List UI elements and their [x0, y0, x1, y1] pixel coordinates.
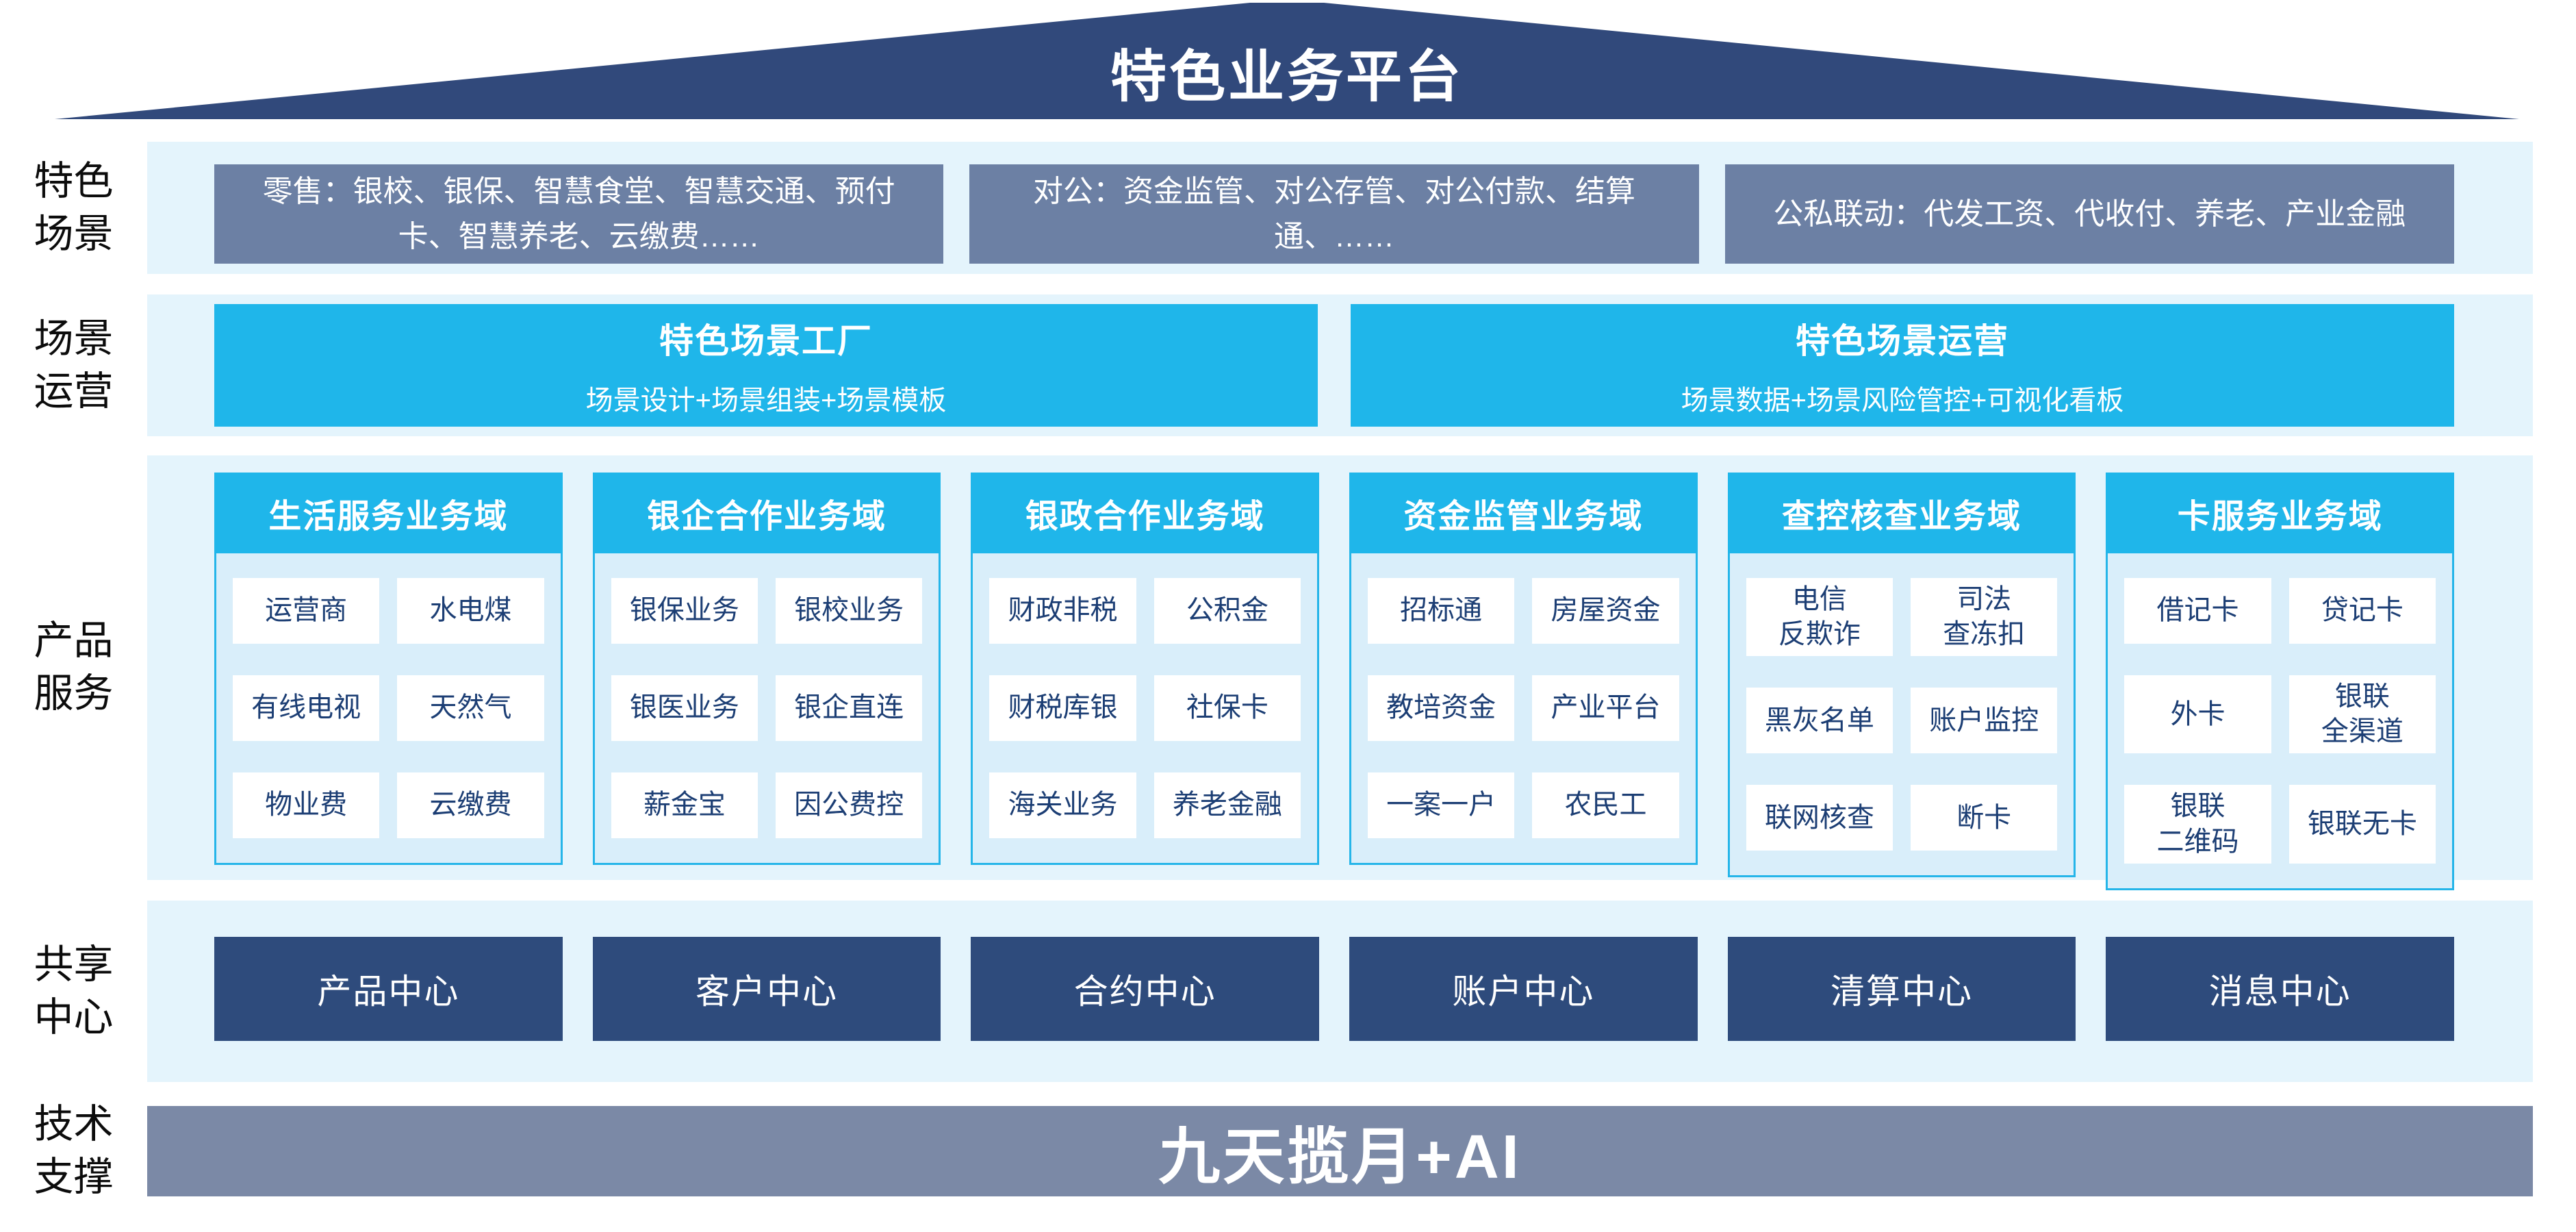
rail-label-featured-scenes: 特色 场景: [34, 158, 114, 256]
product-cell: 银联无卡: [2288, 785, 2436, 864]
op-box-scene-operation: 特色场景运营 场景数据+场景风险管控+可视化看板: [1351, 304, 2454, 427]
product-column-body: 银保业务 银校业务 银医业务 银企直连 薪金宝 因公费控: [592, 553, 941, 865]
product-cell: 司法 查冻扣: [1911, 578, 2058, 657]
product-column-body: 借记卡 贷记卡 外卡 银联 全渠道 银联 二维码 银联无卡: [2106, 553, 2455, 890]
product-column-header: 银政合作业务域: [971, 473, 1320, 553]
product-cell: 银医业务: [611, 675, 758, 741]
product-cell: 社保卡: [1153, 675, 1301, 741]
product-column-header: 资金监管业务域: [1349, 473, 1698, 553]
op-box-subtitle: 场景数据+场景风险管控+可视化看板: [1681, 385, 2124, 416]
product-cell: 银联 二维码: [2124, 785, 2271, 864]
product-column-card-services: 卡服务业务域 借记卡 贷记卡 外卡 银联 全渠道 银联 二维码 银联无卡: [2106, 473, 2455, 890]
product-column-body: 财政非税 公积金 财税库银 社保卡 海关业务 养老金融: [971, 553, 1320, 865]
op-box-title: 特色场景运营: [1796, 321, 2009, 360]
op-box-subtitle: 场景设计+场景组装+场景模板: [585, 385, 947, 416]
band-shared-centers: 产品中心 客户中心 合约中心 账户中心 清算中心 消息中心: [147, 901, 2533, 1082]
product-column-bank-enterprise: 银企合作业务域 银保业务 银校业务 银医业务 银企直连 薪金宝 因公费控: [592, 473, 941, 865]
product-column-header: 查控核查业务域: [1727, 473, 2076, 553]
row-tech-support: 技术 支撑 九天揽月+AI: [0, 1102, 2576, 1199]
product-cell: 黑灰名单: [1746, 688, 1893, 754]
row-featured-scenes: 特色 场景 零售：银校、银保、智慧食堂、智慧交通、预付卡、智慧养老、云缴费…… …: [0, 142, 2576, 274]
product-cell: 云缴费: [397, 772, 544, 838]
product-cell: 银校业务: [776, 578, 923, 644]
row-shared-centers: 共享 中心 产品中心 客户中心 合约中心 账户中心 清算中心 消息中心: [0, 901, 2576, 1082]
row-scene-operation: 场景 运营 特色场景工厂 场景设计+场景组装+场景模板 特色场景运营 场景数据+…: [0, 294, 2576, 436]
product-cell: 银企直连: [776, 675, 923, 741]
product-cell: 海关业务: [989, 772, 1136, 838]
product-cell: 账户监控: [1911, 688, 2058, 754]
product-cell: 物业费: [233, 772, 380, 838]
product-cell: 贷记卡: [2288, 578, 2436, 644]
product-cell: 财税库银: [989, 675, 1136, 741]
rail-label-tech-support: 技术 支撑: [34, 1102, 114, 1199]
product-cell: 银联 全渠道: [2288, 675, 2436, 754]
row-product-services: 产品 服务 生活服务业务域 运营商 水电煤 有线电视 天然气 物业费 云缴费 银…: [0, 455, 2576, 890]
rail-label-product-services: 产品 服务: [34, 618, 114, 716]
center-box-message: 消息中心: [2106, 937, 2455, 1041]
center-box-clearing: 清算中心: [1727, 937, 2076, 1041]
product-column-header: 生活服务业务域: [214, 473, 563, 553]
product-column-body: 电信 反欺诈 司法 查冻扣 黑灰名单 账户监控 联网核查 断卡: [1727, 553, 2076, 878]
product-cell: 断卡: [1911, 785, 2058, 851]
product-column-fund-supervision: 资金监管业务域 招标通 房屋资金 教培资金 产业平台 一案一户 农民工: [1349, 473, 1698, 865]
product-column-body: 招标通 房屋资金 教培资金 产业平台 一案一户 农民工: [1349, 553, 1698, 865]
product-cell: 因公费控: [776, 772, 923, 838]
rail-label-shared-centers: 共享 中心: [34, 942, 114, 1040]
band-featured-scenes: 零售：银校、银保、智慧食堂、智慧交通、预付卡、智慧养老、云缴费…… 对公：资金监…: [147, 142, 2533, 274]
scene-box-retail: 零售：银校、银保、智慧食堂、智慧交通、预付卡、智慧养老、云缴费……: [214, 164, 944, 264]
product-cell: 天然气: [397, 675, 544, 741]
product-cell: 借记卡: [2124, 578, 2271, 644]
rail-label-scene-operation: 场景 运营: [34, 316, 114, 414]
band-scene-operation: 特色场景工厂 场景设计+场景组装+场景模板 特色场景运营 场景数据+场景风险管控…: [147, 294, 2533, 436]
product-column-header: 银企合作业务域: [592, 473, 941, 553]
product-cell: 房屋资金: [1532, 578, 1679, 644]
product-cell: 有线电视: [233, 675, 380, 741]
product-cell: 薪金宝: [611, 772, 758, 838]
product-cell: 招标通: [1368, 578, 1515, 644]
band-product-services: 生活服务业务域 运营商 水电煤 有线电视 天然气 物业费 云缴费 银企合作业务域…: [147, 455, 2533, 890]
center-box-customer: 客户中心: [592, 937, 941, 1041]
product-column-header: 卡服务业务域: [2106, 473, 2455, 553]
op-box-scene-factory: 特色场景工厂 场景设计+场景组装+场景模板: [214, 304, 1318, 427]
platform-roof: 特色业务平台: [55, 3, 2519, 119]
platform-title: 特色业务平台: [1110, 46, 1464, 108]
product-cell: 养老金融: [1153, 772, 1301, 838]
center-box-contract: 合约中心: [971, 937, 1320, 1041]
product-cell: 财政非税: [989, 578, 1136, 644]
center-box-account: 账户中心: [1349, 937, 1698, 1041]
product-cell: 外卡: [2124, 675, 2271, 754]
scene-box-corporate: 对公：资金监管、对公存管、对公付款、结算通、……: [969, 164, 1699, 264]
product-column-inquiry-control: 查控核查业务域 电信 反欺诈 司法 查冻扣 黑灰名单 账户监控 联网核查 断卡: [1727, 473, 2076, 878]
product-cell: 电信 反欺诈: [1746, 578, 1893, 657]
product-column-bank-government: 银政合作业务域 财政非税 公积金 财税库银 社保卡 海关业务 养老金融: [971, 473, 1320, 865]
product-cell: 银保业务: [611, 578, 758, 644]
product-cell: 水电煤: [397, 578, 544, 644]
product-column-life-services: 生活服务业务域 运营商 水电煤 有线电视 天然气 物业费 云缴费: [214, 473, 563, 865]
center-box-product: 产品中心: [214, 937, 563, 1041]
product-cell: 运营商: [233, 578, 380, 644]
scene-box-public-private: 公私联动：代发工资、代收付、养老、产业金融: [1724, 164, 2454, 264]
product-cell: 联网核查: [1746, 785, 1893, 851]
product-column-body: 运营商 水电煤 有线电视 天然气 物业费 云缴费: [214, 553, 563, 865]
product-cell: 教培资金: [1368, 675, 1515, 741]
product-cell: 一案一户: [1368, 772, 1515, 838]
op-box-title: 特色场景工厂: [659, 321, 873, 360]
tech-support-bar: 九天揽月+AI: [147, 1106, 2533, 1196]
product-cell: 公积金: [1153, 578, 1301, 644]
product-cell: 农民工: [1532, 772, 1679, 838]
product-cell: 产业平台: [1532, 675, 1679, 741]
